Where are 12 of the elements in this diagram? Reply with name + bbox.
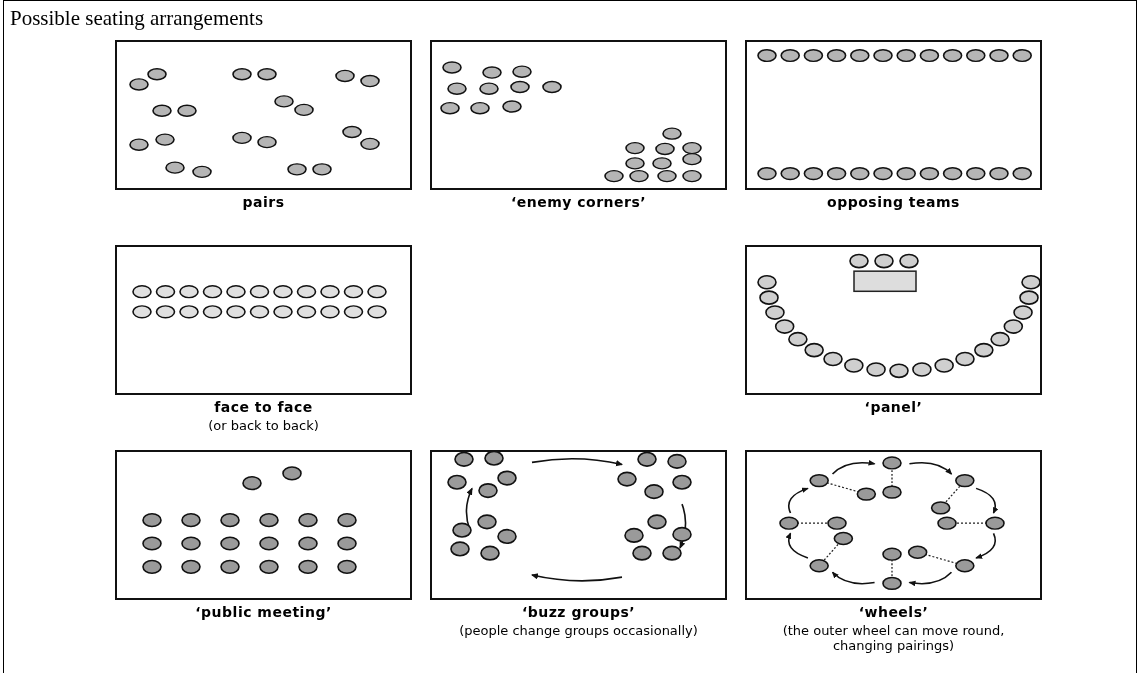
room-note: (the outer wheel can move round, changing pairings) xyxy=(781,623,1006,653)
room-label: pairs xyxy=(241,194,286,210)
room-label: face to face xyxy=(213,399,314,415)
room-label: opposing teams xyxy=(826,194,961,210)
room-label: ‘panel’ xyxy=(863,399,924,415)
room-label: ‘wheels’ xyxy=(857,604,930,620)
room-note: (or back to back) xyxy=(207,418,320,433)
room-label: ‘buzz groups’ xyxy=(520,604,637,620)
room-note: (people change groups occasionally) xyxy=(458,623,699,638)
title: Possible seating arrangements xyxy=(10,6,264,31)
room-label: ‘public meeting’ xyxy=(194,604,333,620)
room-label: ‘enemy corners’ xyxy=(509,194,648,210)
